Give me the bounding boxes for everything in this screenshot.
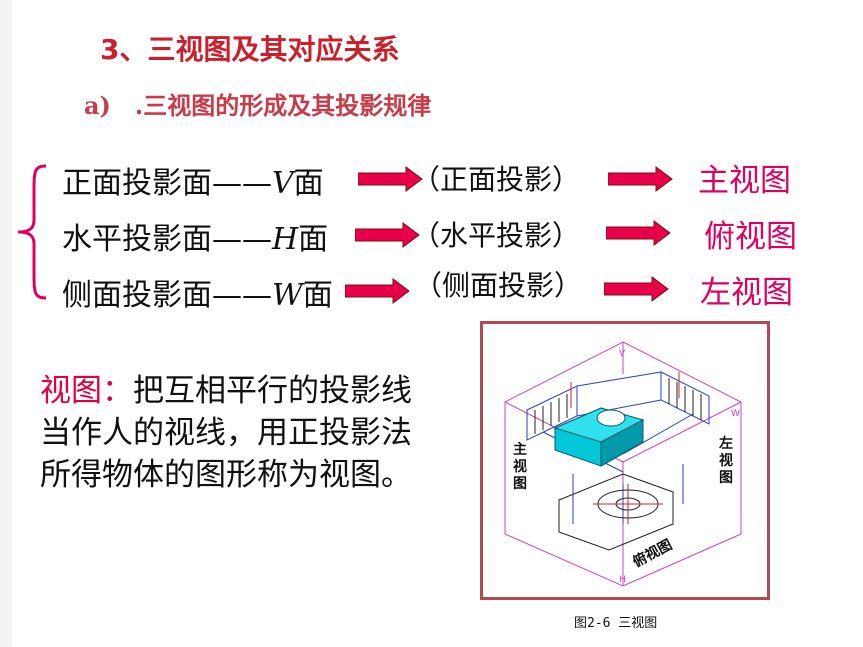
slide-subtitle: a) .三视图的形成及其投影规律 — [84, 91, 432, 120]
left-margin-bar — [0, 0, 12, 647]
arrow-icon — [345, 278, 410, 304]
row-front-plane-name: 正面投影面—— — [62, 166, 272, 201]
axis-label-h: H — [619, 575, 626, 585]
row-side-projection: （侧面投影） — [414, 269, 583, 302]
left-view-label: 左视图 — [719, 436, 733, 486]
row-top-symbol: H — [272, 222, 299, 257]
definition-body: 把互相平行的投影线当作人的视线，用正投影法所得物体的图形称为视图。 — [40, 373, 412, 493]
slide-title: 3、三视图及其对应关系 — [100, 33, 400, 66]
row-front-suffix: 面 — [293, 166, 324, 201]
front-view-label: 主视图 — [513, 442, 527, 492]
three-view-figure: V W H 主视图 左视图 俯视图 — [480, 321, 770, 600]
arrow-icon — [355, 222, 420, 248]
row-side-suffix: 面 — [302, 278, 333, 313]
three-view-diagram: V W H — [504, 341, 742, 587]
arrow-icon — [604, 276, 669, 302]
row-side-view: 左视图 — [700, 275, 793, 311]
row-front-view: 主视图 — [698, 163, 791, 199]
arrow-icon — [608, 166, 673, 192]
row-top-suffix: 面 — [298, 222, 329, 257]
row-side-plane: 侧面投影面——W面 — [62, 270, 333, 314]
definition-term: 视图： — [40, 373, 133, 409]
row-side-symbol: W — [272, 278, 303, 313]
axis-label-w: W — [731, 409, 740, 419]
arrow-icon — [606, 220, 671, 246]
arrow-icon — [358, 166, 423, 192]
row-top-view: 俯视图 — [704, 219, 797, 255]
row-top-plane: 水平投影面——H面 — [62, 214, 328, 258]
row-top-projection: （水平投影） — [412, 219, 581, 252]
curly-brace — [17, 164, 47, 300]
row-front-plane: 正面投影面——V面 — [62, 158, 324, 202]
axis-label-v: V — [619, 349, 626, 359]
row-top-plane-name: 水平投影面—— — [62, 222, 272, 257]
row-front-symbol: V — [272, 166, 294, 201]
definition-text: 视图：把互相平行的投影线当作人的视线，用正投影法所得物体的图形称为视图。 — [40, 370, 420, 496]
row-side-plane-name: 侧面投影面—— — [62, 278, 272, 313]
figure-caption: 图2-6 三视图 — [574, 616, 658, 631]
row-front-projection: （正面投影） — [412, 163, 581, 196]
